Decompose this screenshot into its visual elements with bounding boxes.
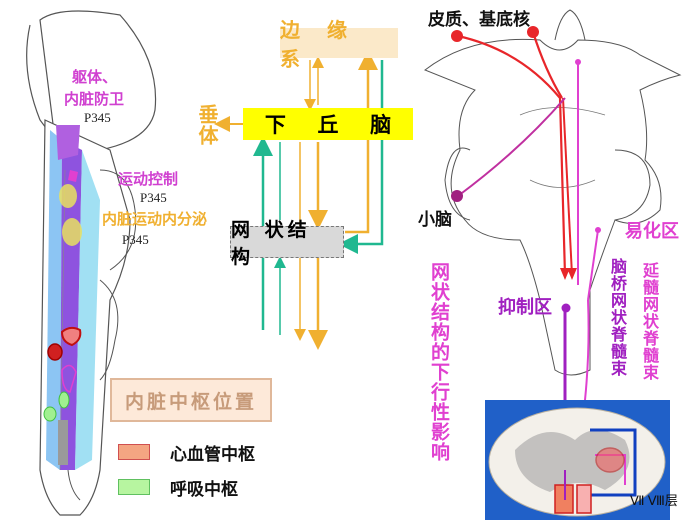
cortex-basal-label: 皮质、基底核 (428, 10, 530, 30)
pontine-reticulospinal-label: 脑桥网状脊髓束 (608, 258, 627, 377)
brainstem-section-drawing (26, 10, 157, 516)
descending-influence-title: 网状结构的下行性影响 (428, 262, 450, 462)
hypophysis-label: 垂体 (195, 104, 219, 146)
label-motor-control: 运动控制 (118, 170, 179, 188)
layer-label: Ⅶ Ⅷ层 (630, 493, 678, 508)
page-ref-3: P345 (122, 232, 149, 247)
cerebellum-label: 小脑 (418, 210, 452, 230)
hypothalamus-char-1: 下 (264, 113, 286, 137)
label-visceral-defense: 内脏防卫 (64, 90, 125, 108)
medullary-reticulospinal-label: 延髓网状脊髓束 (640, 262, 659, 381)
hypothalamus-char-2: 丘 (317, 113, 339, 137)
label-somatic: 躯体、 (72, 68, 118, 86)
facilitation-label: 易化区 (625, 221, 679, 242)
legend-label-cardiovascular: 心血管中枢 (170, 445, 255, 465)
label-visceral-motor: 内脏运动内分泌 (102, 210, 208, 228)
visceral-center-title: 内脏中枢位置 (110, 378, 272, 422)
legend-label-respiratory: 呼吸中枢 (170, 480, 238, 500)
hypothalamus-box: 下 丘 脑 (243, 108, 413, 140)
legend-swatch-cardiovascular (118, 444, 150, 460)
inhibition-label: 抑制区 (498, 297, 552, 318)
page-ref-2: P345 (140, 190, 167, 205)
page-ref-1: P345 (84, 110, 111, 125)
spinal-cord-cross-section (485, 400, 670, 520)
legend-swatch-respiratory (118, 479, 150, 495)
hypothalamus-char-3: 脑 (370, 113, 392, 137)
